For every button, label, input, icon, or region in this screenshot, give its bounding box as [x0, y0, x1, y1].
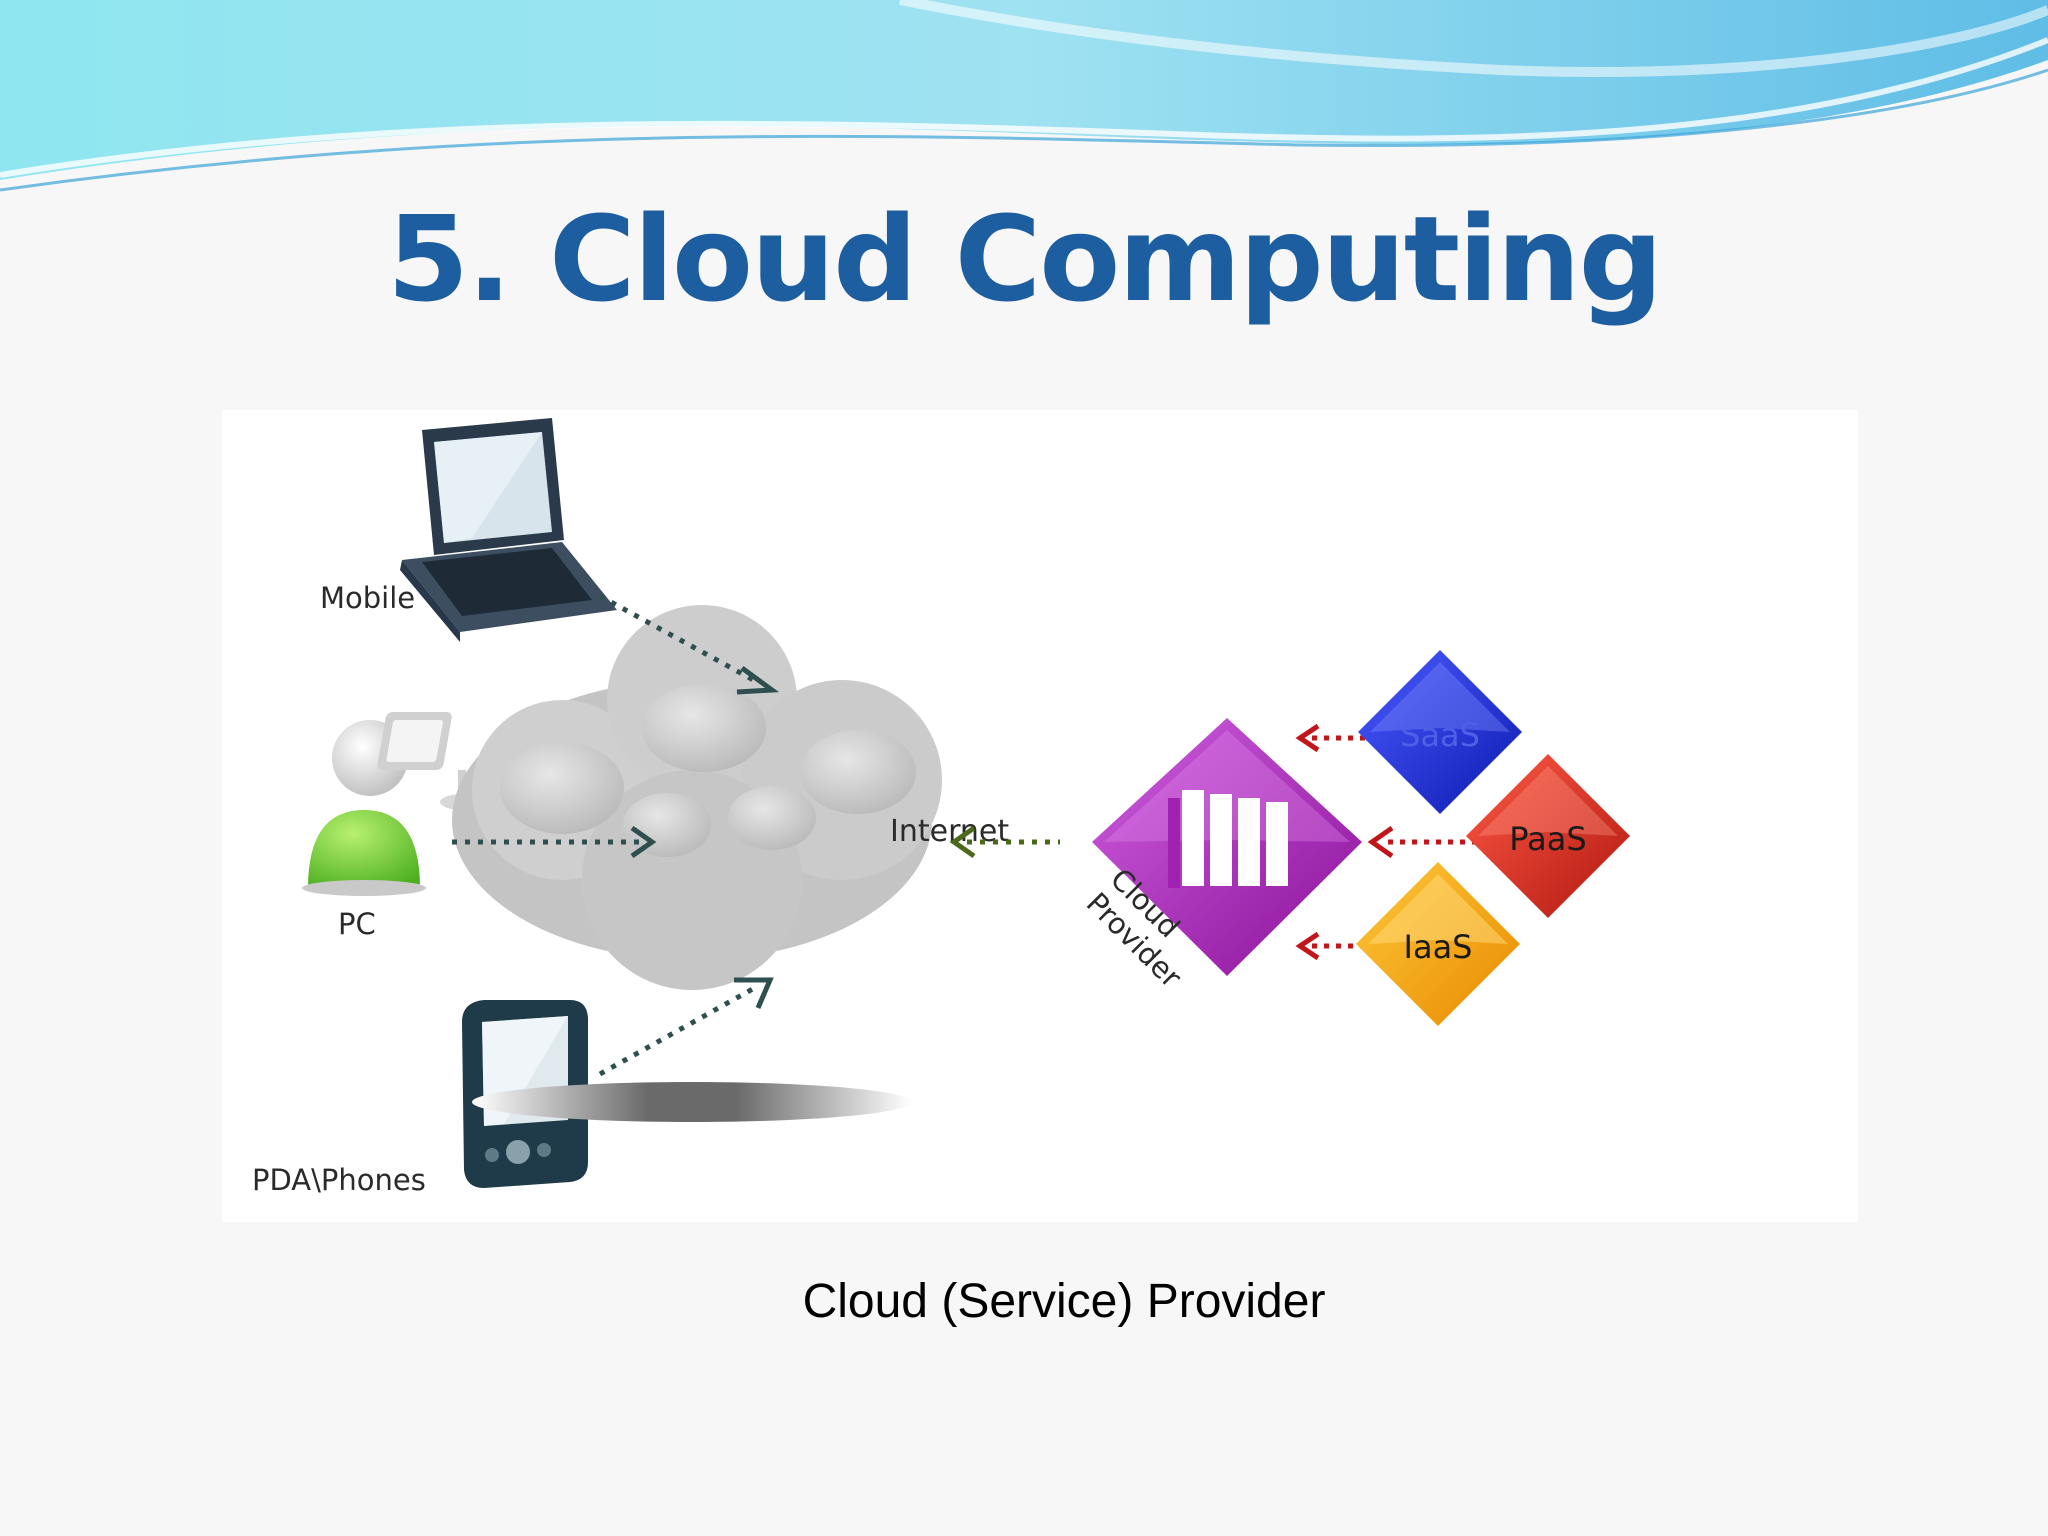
- client-label-pda: PDA\Phones: [252, 1163, 426, 1197]
- arrow-pda-to-internet: [598, 977, 774, 1077]
- iaas-diamond-icon: [1356, 862, 1520, 1026]
- service-label-paas: PaaS: [1509, 820, 1586, 858]
- arrow-iaas-to-provider: [1295, 931, 1382, 961]
- service-label-iaas: IaaS: [1404, 928, 1473, 966]
- laptop-icon: [400, 418, 617, 642]
- server-rack-icon: [1092, 718, 1362, 976]
- arrow-saas-to-provider: [1295, 723, 1382, 753]
- cloud-diagram: Mobile PC PDA\Phones: [222, 410, 1858, 1222]
- diagram-canvas: Mobile PC PDA\Phones: [252, 418, 1630, 1197]
- cloud-shadow: [472, 1082, 912, 1122]
- saas-diamond-icon: [1358, 650, 1522, 814]
- arrow-mobile-to-internet: [598, 593, 780, 695]
- user-pc-icon: [302, 712, 484, 896]
- internet-label: Internet: [890, 814, 1009, 849]
- client-label-mobile: Mobile: [320, 581, 415, 615]
- service-label-saas: SaaS: [1400, 716, 1480, 754]
- internet-cloud-icon: [452, 605, 942, 990]
- slide-title: 5. Cloud Computing: [386, 190, 1663, 328]
- arrow-provider-to-internet: [949, 825, 1060, 859]
- client-label-pc: PC: [338, 907, 376, 941]
- paas-diamond-icon: [1466, 754, 1630, 918]
- header-wave: [0, 0, 2048, 192]
- slide-caption: Cloud (Service) Provider: [802, 1275, 1326, 1328]
- arrow-pc-to-internet: [452, 825, 657, 859]
